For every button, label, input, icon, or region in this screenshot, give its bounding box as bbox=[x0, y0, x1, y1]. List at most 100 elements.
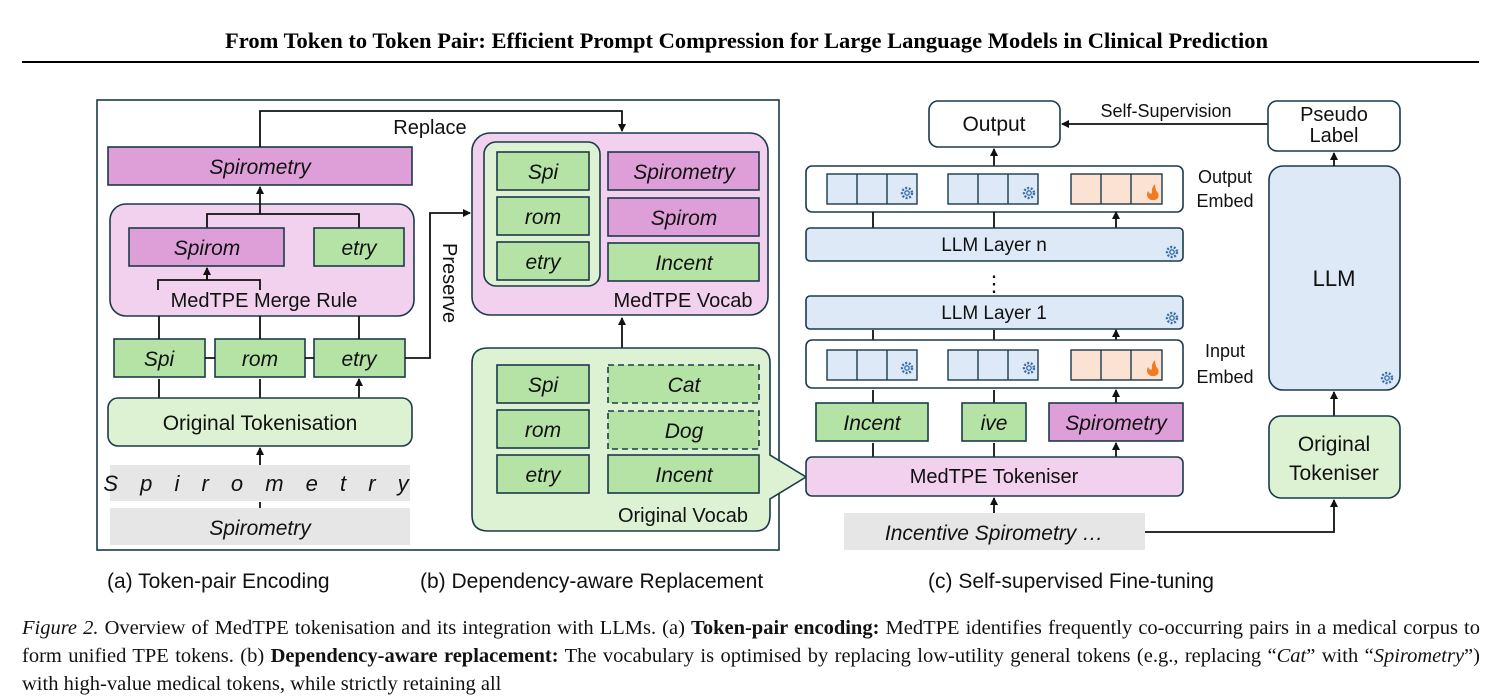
replace-arrow bbox=[259, 110, 626, 147]
llm-layer-n-label: LLM Layer n bbox=[941, 235, 1047, 256]
vocab-preserved-spi: Spi bbox=[528, 161, 560, 184]
llm-label: LLM bbox=[1313, 266, 1356, 291]
caption-italic: Spirometry bbox=[1373, 645, 1465, 667]
vocab-preserved-spi-box bbox=[496, 151, 590, 191]
original-tokenisation-label: Original Tokenisation bbox=[163, 412, 358, 435]
output-box bbox=[928, 100, 1061, 148]
char-sequence: S p i r o m e t r y bbox=[103, 471, 416, 496]
original-tokeniser-line2: Tokeniser bbox=[1289, 462, 1379, 485]
vocab-new-incent-box bbox=[607, 242, 760, 282]
preserve-label: Preserve bbox=[438, 243, 460, 323]
subtoken-spi: Spi bbox=[144, 348, 176, 371]
input-text-box bbox=[844, 513, 1145, 550]
subtoken-rom: rom bbox=[242, 348, 278, 371]
merge-rule-bracket bbox=[206, 204, 360, 228]
output-embed-vectors bbox=[826, 173, 1163, 205]
vocab-preserved-rom: rom bbox=[525, 206, 561, 229]
caption-text: Overview of MedTPE tokenisation and its … bbox=[98, 617, 692, 639]
self-supervision-label: Self-Supervision bbox=[1100, 101, 1231, 121]
orig-vocab-etry-box bbox=[496, 454, 590, 494]
pseudo-label-line1: Pseudo bbox=[1300, 104, 1368, 126]
output-embed-line2: Embed bbox=[1196, 191, 1253, 211]
panel-a-caption: (a) Token-pair Encoding bbox=[107, 570, 330, 593]
orig-vocab-spi-box bbox=[496, 364, 590, 404]
panel-ab-frame bbox=[96, 99, 780, 551]
panel-b-caption: (b) Dependency-aware Replacement bbox=[420, 570, 763, 593]
pseudo-label-line2: Label bbox=[1310, 125, 1359, 147]
input-word: Spirometry bbox=[209, 517, 312, 540]
orig-vocab-rom-box bbox=[496, 409, 590, 449]
pseudo-label-box bbox=[1267, 100, 1401, 152]
title-rule bbox=[22, 61, 1479, 63]
caption-bold: Dependency-aware replacement: bbox=[270, 645, 559, 667]
original-vocab-label: Original Vocab bbox=[618, 505, 748, 527]
medtpe-vocab-label: MedTPE Vocab bbox=[614, 290, 753, 312]
merge-token-etry: etry bbox=[341, 237, 378, 260]
orig-vocab-dog: Dog bbox=[665, 420, 704, 443]
original-tokeniser-box bbox=[1268, 415, 1401, 499]
replace-label: Replace bbox=[393, 117, 466, 139]
orig-vocab-spi: Spi bbox=[528, 374, 560, 397]
caption-text: ”) with high-value medical tokens, while… bbox=[22, 645, 1480, 695]
original-tokeniser-line1: Original bbox=[1298, 433, 1370, 456]
orig-vocab-cat: Cat bbox=[668, 374, 702, 397]
token-spirometry-box bbox=[1048, 402, 1184, 442]
output-embed-line1: Output bbox=[1198, 167, 1252, 187]
orig-vocab-incent-box bbox=[607, 454, 760, 494]
subtoken-etry: etry bbox=[341, 348, 378, 371]
token-incent: Incent bbox=[843, 412, 901, 435]
input-text: Incentive Spirometry … bbox=[885, 522, 1103, 545]
token-spirometry: Spirometry bbox=[1065, 412, 1168, 435]
merge-rule-label: MedTPE Merge Rule bbox=[171, 290, 358, 312]
output-label: Output bbox=[962, 113, 1025, 136]
figure-label: Figure 2. bbox=[22, 617, 99, 639]
figure-2: Spirometry Replace Spirom etry MedTPE Me… bbox=[96, 99, 1401, 593]
vocab-new-spirometry-box bbox=[607, 151, 760, 191]
preserve-arrow bbox=[405, 209, 471, 359]
llm-layer-n-box bbox=[805, 227, 1184, 262]
panel-c-caption: (c) Self-supervised Fine-tuning bbox=[928, 570, 1214, 593]
orig-vocab-dog-box bbox=[607, 410, 760, 450]
orig-vocab-incent: Incent bbox=[655, 464, 713, 487]
orig-vocab-rom: rom bbox=[525, 419, 561, 442]
orig-vocab-etry: etry bbox=[525, 464, 562, 487]
medtpe-tokeniser-label: MedTPE Tokeniser bbox=[910, 466, 1079, 488]
paper-running-title: From Token to Token Pair: Efficient Prom… bbox=[225, 28, 1268, 53]
token-ive: ive bbox=[981, 412, 1008, 435]
token-incent-box bbox=[815, 402, 929, 442]
flame-icon bbox=[1147, 360, 1159, 376]
orig-vocab-cat-box bbox=[607, 364, 760, 404]
vocab-new-spirom: Spirom bbox=[651, 207, 718, 230]
flame-icon bbox=[1147, 184, 1159, 200]
caption-bold: Token-pair encoding: bbox=[691, 617, 880, 639]
vocab-new-incent: Incent bbox=[655, 252, 713, 275]
input-embed-line1: Input bbox=[1205, 341, 1245, 361]
vocab-preserved-etry: etry bbox=[525, 251, 562, 274]
merge-token-etry-box bbox=[313, 227, 405, 267]
merged-token-box bbox=[107, 146, 413, 186]
llm-layer-1-label: LLM Layer 1 bbox=[941, 303, 1047, 324]
caption-text: ” with “ bbox=[1306, 645, 1374, 667]
figure-caption: Figure 2. Overview of MedTPE tokenisatio… bbox=[22, 614, 1480, 698]
input-embed-line2: Embed bbox=[1196, 367, 1253, 387]
vocab-new-spirom-box bbox=[607, 197, 760, 237]
original-tokenisation-box bbox=[107, 397, 413, 447]
caption-italic: Cat bbox=[1276, 645, 1307, 667]
llm-layer-1-box bbox=[805, 295, 1184, 330]
vocab-preserved-etry-box bbox=[496, 241, 590, 281]
input-to-original-tokeniser-arrow bbox=[1145, 499, 1338, 533]
caption-text: MedTPE identifies frequently co-occurrin… bbox=[22, 617, 1480, 667]
layer-ellipsis: ⋮ bbox=[983, 271, 1005, 296]
input-embed-vectors bbox=[826, 349, 1163, 381]
vocab-new-spirometry: Spirometry bbox=[633, 161, 736, 184]
merged-token-label: Spirometry bbox=[209, 156, 312, 179]
medtpe-tokeniser-box bbox=[805, 456, 1184, 497]
merge-token-spirom: Spirom bbox=[174, 237, 241, 260]
vocab-preserved-rom-box bbox=[496, 196, 590, 236]
subtoken-up-lines bbox=[158, 316, 360, 339]
merge-token-spirom-box bbox=[128, 227, 285, 267]
char-sequence-box bbox=[110, 465, 410, 501]
input-word-box bbox=[110, 508, 410, 545]
token-ive-box bbox=[961, 402, 1027, 442]
caption-text: The vocabulary is optimised by replacing… bbox=[558, 645, 1277, 667]
